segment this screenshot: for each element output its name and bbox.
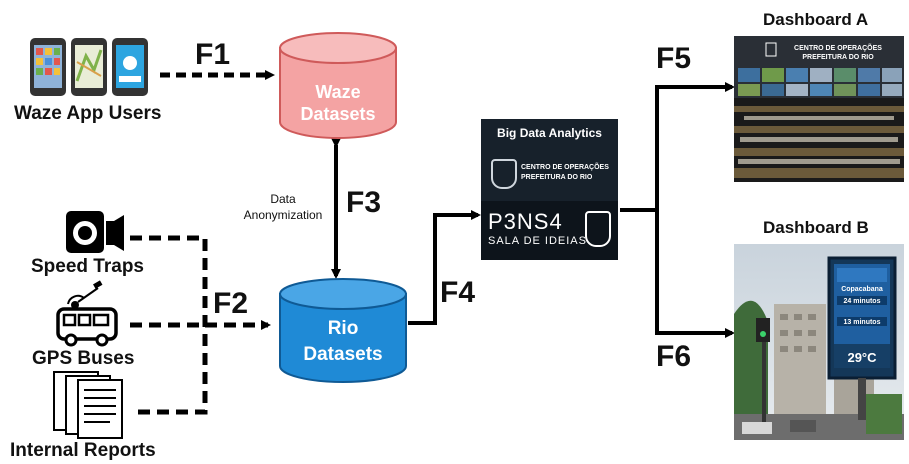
rio-datasets-line1: Rio bbox=[328, 318, 359, 339]
rio-crest-icon bbox=[491, 159, 517, 189]
flow-label-f2: F2 bbox=[213, 287, 249, 320]
waze-app-users-label: Waze App Users bbox=[14, 103, 162, 124]
dashboard-a-sign-line2: PREFEITURA DO RIO bbox=[802, 54, 874, 61]
analytics-title: Big Data Analytics bbox=[497, 126, 602, 140]
gps-buses-label: GPS Buses bbox=[32, 348, 135, 369]
speed-camera-icon bbox=[66, 211, 124, 253]
flow-label-f6: F6 bbox=[656, 340, 692, 373]
data-anonymization-label: Data Anonymization bbox=[243, 192, 323, 222]
flow-label-f5: F5 bbox=[656, 42, 692, 75]
dashboard-b-image: Copacabana 24 minutos 13 minutos 29°C bbox=[734, 244, 904, 440]
control-room-desks bbox=[734, 106, 904, 178]
f5-arrow bbox=[655, 82, 735, 210]
p3ns4-logo: P3NS4 bbox=[488, 209, 563, 234]
dashboard-b-title: Dashboard B bbox=[763, 218, 869, 237]
dashboard-a-title: Dashboard A bbox=[763, 10, 869, 29]
dashboard-a-sign-line1: CENTRO DE OPERAÇÕES bbox=[794, 43, 882, 52]
dashboard-b-place: Copacabana bbox=[841, 286, 883, 293]
rio-crest-icon-large bbox=[585, 211, 611, 247]
big-data-analytics-panel: Big Data Analytics CENTRO DE OPERAÇÕES P… bbox=[481, 119, 618, 260]
analytics-coe-text: CENTRO DE OPERAÇÕES PREFEITURA DO RIO bbox=[521, 164, 609, 181]
f4-arrow bbox=[408, 210, 481, 325]
flow-label-f4: F4 bbox=[440, 276, 476, 309]
speed-traps-label: Speed Traps bbox=[31, 256, 144, 277]
dashboard-b-time2: 13 minutos bbox=[844, 319, 881, 326]
documents-icon bbox=[53, 371, 123, 439]
dashboard-a-image: CENTRO DE OPERAÇÕES PREFEITURA DO RIO bbox=[734, 36, 904, 182]
video-wall-screens bbox=[738, 68, 902, 96]
rio-datasets-cylinder: Rio Datasets bbox=[279, 278, 407, 383]
flow-label-f1: F1 bbox=[195, 38, 231, 71]
satellite-icon bbox=[67, 280, 103, 309]
phones-icon bbox=[30, 38, 148, 96]
dashboard-b-temp: 29°C bbox=[847, 350, 877, 365]
sala-de-ideias-label: SALA DE IDEIAS bbox=[488, 235, 587, 247]
waze-datasets-line1: Waze bbox=[315, 82, 360, 102]
waze-datasets-cylinder: Waze Datasets bbox=[279, 32, 397, 139]
analytics-brand-area: P3NS4 SALA DE IDEIAS bbox=[481, 201, 618, 260]
f6-arrow bbox=[655, 210, 735, 338]
rio-datasets-line2: Datasets bbox=[303, 344, 382, 365]
bus-icon bbox=[56, 307, 118, 347]
flow-label-f3: F3 bbox=[346, 186, 382, 219]
waze-datasets-line2: Datasets bbox=[300, 104, 375, 124]
internal-reports-label: Internal Reports bbox=[10, 440, 156, 461]
dashboard-b-time1: 24 minutos bbox=[844, 298, 881, 305]
